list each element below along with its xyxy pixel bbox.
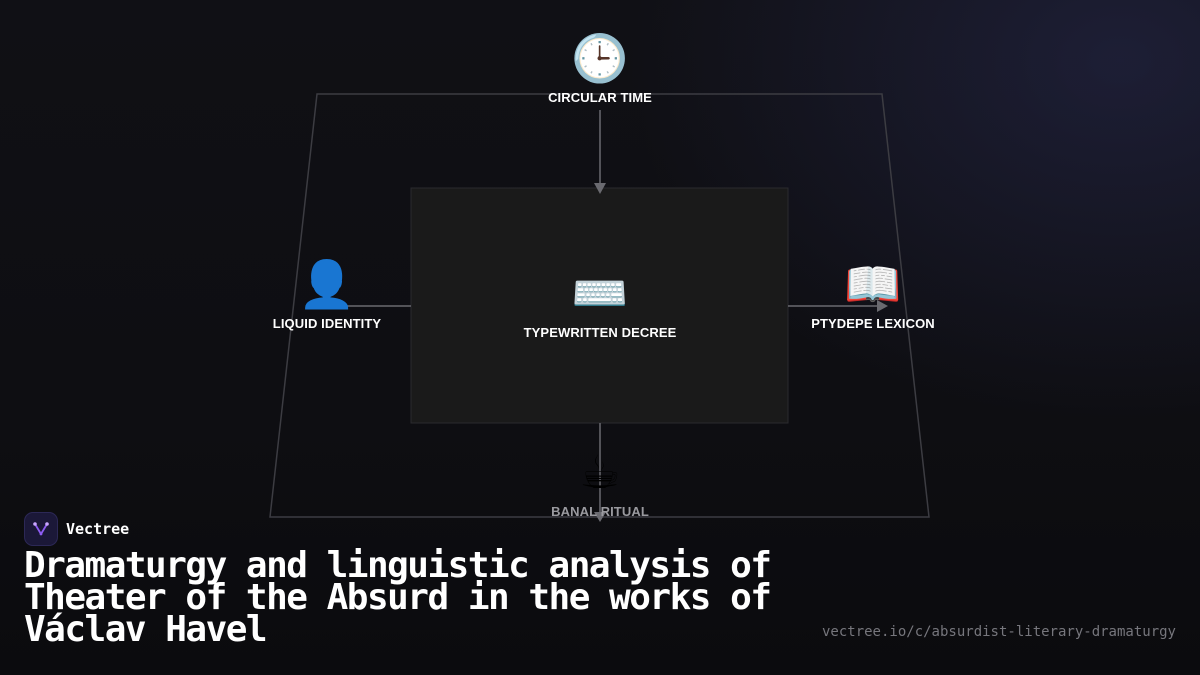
node-liquid-identity: 👤 LIQUID IDENTITY — [227, 256, 427, 331]
arrowhead-top — [594, 183, 606, 194]
node-label: CIRCULAR TIME — [548, 90, 652, 105]
node-label: PTYDEPE LEXICON — [811, 316, 935, 331]
node-banal-ritual: ☕ BANAL RITUAL — [500, 444, 700, 519]
node-ptydepe-lexicon: 📖 PTYDEPE LEXICON — [773, 256, 973, 331]
trapezoid-outline — [269, 93, 930, 518]
arrowhead-bottom — [594, 512, 606, 522]
keyboard-icon: ⌨️ — [571, 266, 629, 320]
open-book-icon: 📖 — [844, 257, 902, 311]
page-title: Dramaturgy and linguistic analysis of Th… — [24, 545, 772, 650]
node-label: BANAL RITUAL — [551, 504, 649, 519]
node-label: TYPEWRITTEN DECREE — [523, 325, 677, 340]
arrowhead-right — [877, 300, 888, 312]
hot-beverage-icon: ☕ — [579, 445, 621, 499]
brand-name: Vectree — [66, 520, 130, 538]
source-url: vectree.io/c/absurdist-literary-dramatur… — [821, 624, 1176, 640]
vectree-logo-mark — [33, 522, 49, 536]
clock-icon: 🕒 — [571, 31, 629, 85]
vectree-logo-icon — [24, 512, 58, 546]
node-label: LIQUID IDENTITY — [272, 316, 382, 331]
node-typewritten-decree: ⌨️ TYPEWRITTEN DECREE — [500, 265, 700, 340]
person-silhouette-icon: 👤 — [298, 257, 356, 311]
brand: Vectree — [24, 512, 129, 546]
node-circular-time: 🕒 CIRCULAR TIME — [500, 30, 700, 105]
